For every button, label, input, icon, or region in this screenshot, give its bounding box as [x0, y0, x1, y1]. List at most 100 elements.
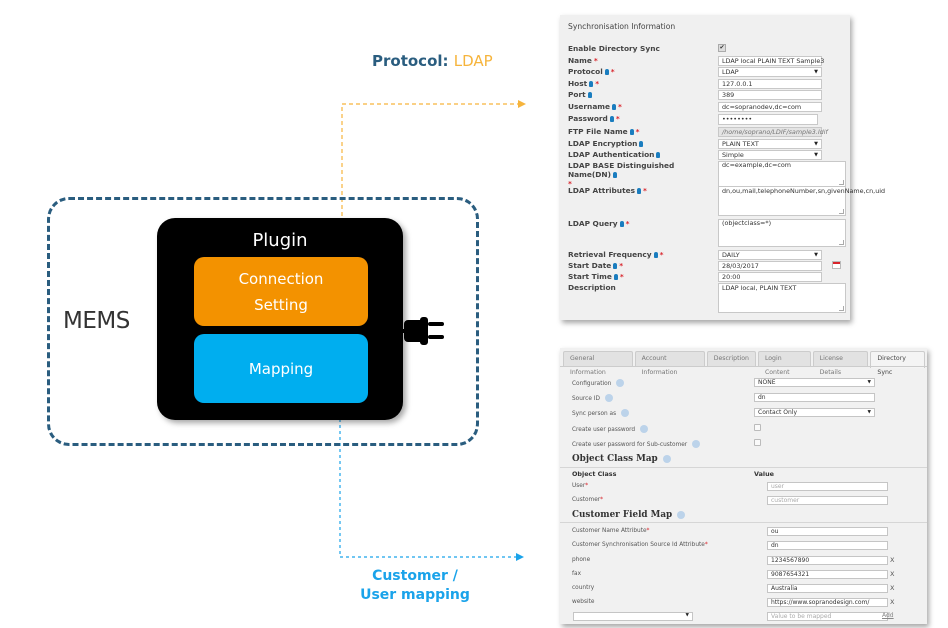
pin-icon	[639, 141, 644, 147]
field-map-row: Customer Name Attribute* ou	[572, 527, 922, 538]
field-label: Port	[568, 90, 718, 99]
description-textarea[interactable]: LDAP local, PLAIN TEXT	[718, 283, 846, 313]
required-mark: *	[635, 127, 640, 136]
required-mark: *	[568, 179, 572, 188]
name-input[interactable]: LDAP local PLAIN TEXT Sample3	[718, 56, 824, 66]
user-class-input[interactable]: user	[767, 482, 888, 491]
setting-create-user-password: Create user password	[572, 424, 922, 435]
sync-person-as-select[interactable]: Contact Only	[754, 408, 875, 417]
info-icon[interactable]	[677, 511, 686, 519]
field-protocol: Protocol* LDAP	[568, 67, 846, 78]
field-label: Username*	[568, 102, 718, 111]
value-to-be-mapped-input[interactable]: Value to be mapped	[767, 612, 888, 621]
customer-field-map-heading: Customer Field Map	[572, 510, 686, 520]
setting-sync-person-as: Sync person as Contact Only	[572, 408, 922, 419]
object-class-row-user: User* user	[572, 482, 922, 493]
field-map-value-input[interactable]: Australia	[767, 584, 888, 593]
field-map-value-input[interactable]: 1234567890	[767, 556, 888, 565]
label-text: Password	[568, 114, 608, 123]
info-icon[interactable]	[621, 409, 630, 417]
field-map-value-input[interactable]: https://www.sopranodesign.com/	[767, 598, 888, 607]
remove-button[interactable]: X	[890, 598, 895, 606]
field-ldap-encryption: LDAP Encryption PLAIN TEXT	[568, 139, 846, 150]
field-map-row: country Australia X	[572, 584, 922, 595]
label-text: Port	[568, 90, 586, 99]
label-text: FTP File Name	[568, 127, 628, 136]
customer-class-input[interactable]: customer	[767, 496, 888, 505]
field-map-value-input[interactable]: ou	[767, 527, 888, 536]
retrieval-frequency-select[interactable]: DAILY	[718, 250, 822, 260]
configuration-select[interactable]: NONE	[754, 378, 875, 387]
protocol-select[interactable]: LDAP	[718, 67, 822, 77]
setting-label: Create user password for Sub-customer	[572, 440, 701, 448]
field-label: Host*	[568, 79, 718, 88]
info-icon[interactable]	[640, 425, 649, 433]
pin-icon	[589, 81, 594, 87]
remove-button[interactable]: X	[890, 556, 895, 564]
setting-create-user-password-sub: Create user password for Sub-customer	[572, 439, 922, 450]
tab-license-details[interactable]: License Details	[812, 351, 869, 376]
add-link[interactable]: Add	[882, 612, 894, 619]
pin-icon	[637, 188, 642, 194]
required-mark: *	[618, 102, 622, 111]
enable-directory-sync-checkbox[interactable]: ✔	[718, 44, 726, 52]
tab-description[interactable]: Description	[706, 351, 756, 366]
value-column-header: Value	[754, 470, 774, 478]
source-id-input[interactable]: dn	[754, 393, 875, 402]
host-input[interactable]: 127.0.0.1	[718, 79, 822, 89]
field-enable-directory-sync: Enable Directory Sync ✔	[568, 44, 846, 55]
required-mark: *	[585, 483, 589, 489]
field-label: Enable Directory Sync	[568, 44, 718, 53]
panel-title: Synchronisation Information	[568, 22, 676, 31]
row-label: website	[572, 599, 595, 605]
tab-bar: General Information Account Information …	[563, 351, 927, 376]
required-mark: *	[659, 250, 664, 259]
tab-login-content[interactable]: Login Content	[757, 351, 811, 376]
protocol-label: Protocol: LDAP	[372, 52, 493, 70]
port-input[interactable]: 389	[718, 90, 822, 100]
field-label: FTP File Name *	[568, 127, 718, 136]
ldap-encryption-select[interactable]: PLAIN TEXT	[718, 139, 822, 149]
mapping-arrowhead	[516, 553, 524, 561]
ldap-query-textarea[interactable]: (objectclass=*)	[718, 219, 846, 247]
info-icon[interactable]	[604, 394, 613, 402]
username-input[interactable]: dc=sopranodev,dc=com	[718, 102, 822, 112]
tab-general-information[interactable]: General Information	[563, 351, 633, 376]
field-map-value-input[interactable]: 9087654321	[767, 570, 888, 579]
start-time-input[interactable]: 20:00	[718, 272, 822, 282]
label-text: Protocol	[568, 67, 603, 76]
field-ldap-authentication: LDAP Authentication Simple	[568, 150, 846, 161]
section-divider	[560, 522, 927, 523]
remove-button[interactable]: X	[890, 570, 895, 578]
ldap-authentication-select[interactable]: Simple	[718, 150, 822, 160]
calendar-icon[interactable]	[832, 261, 841, 269]
setting-label: Source ID	[572, 394, 613, 402]
field-ldap-query: LDAP Query* (objectclass=*)	[568, 219, 846, 247]
new-attribute-select[interactable]	[573, 612, 693, 621]
pin-icon	[619, 221, 624, 227]
label-text: Create user password for Sub-customer	[572, 442, 688, 448]
info-icon[interactable]	[662, 455, 671, 463]
field-map-value-input[interactable]: dn	[767, 541, 888, 550]
info-icon[interactable]	[616, 379, 625, 387]
remove-button[interactable]: X	[890, 584, 895, 592]
label-text: Create user password	[572, 427, 636, 433]
synchronisation-information-panel: Synchronisation Information Enable Direc…	[560, 15, 885, 320]
label-text: Customer Name Attribute	[572, 528, 647, 534]
tab-directory-sync[interactable]: Directory Sync	[870, 351, 925, 376]
label-text: Description	[568, 283, 616, 292]
pin-icon	[587, 92, 592, 98]
field-ldap-base-dn: LDAP BASE Distinguished Name(DN)* dc=exa…	[568, 161, 846, 189]
field-label: LDAP Attributes*	[568, 186, 718, 195]
ldap-attributes-textarea[interactable]: dn,ou,mail,telephoneNumber,sn,givenName,…	[718, 186, 885, 216]
ldap-base-dn-textarea[interactable]: dc=example,dc=com	[718, 161, 846, 187]
field-start-time: Start Time* 20:00	[568, 272, 846, 283]
info-icon[interactable]	[692, 440, 701, 448]
tab-account-information[interactable]: Account Information	[634, 351, 705, 376]
create-user-password-checkbox[interactable]	[754, 424, 761, 431]
start-date-input[interactable]: 28/03/2017	[718, 261, 822, 271]
pin-icon	[609, 116, 614, 122]
create-sub-customer-password-checkbox[interactable]	[754, 439, 761, 446]
field-ldap-attributes: LDAP Attributes* dn,ou,mail,telephoneNum…	[568, 186, 885, 216]
password-input[interactable]: ••••••••	[718, 114, 818, 125]
